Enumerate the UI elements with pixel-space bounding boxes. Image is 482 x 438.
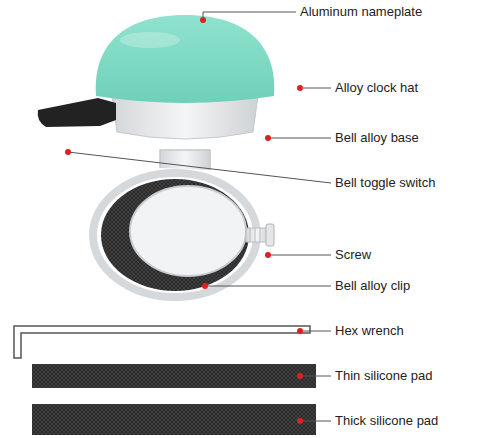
- toggle-lever: [38, 98, 116, 127]
- thin-pad: [32, 364, 316, 388]
- part-label: Alloy clock hat: [335, 80, 418, 96]
- part-label: Bell toggle switch: [335, 175, 435, 191]
- part-label: Thick silicone pad: [335, 413, 438, 429]
- part-label: Hex wrench: [335, 323, 404, 339]
- part-label: Aluminum nameplate: [300, 4, 422, 20]
- leader-dots: [65, 17, 303, 424]
- leader-lines: [68, 12, 331, 421]
- thick-pad: [32, 404, 316, 435]
- part-label: Thin silicone pad: [335, 368, 433, 384]
- hex-wrench: [14, 326, 310, 358]
- part-label: Bell alloy base: [335, 130, 419, 146]
- part-label: Bell alloy clip: [335, 278, 410, 294]
- bell-dome: [96, 15, 275, 103]
- part-label: Screw: [335, 247, 371, 263]
- screw: [246, 224, 274, 246]
- bell-clip: [93, 150, 257, 297]
